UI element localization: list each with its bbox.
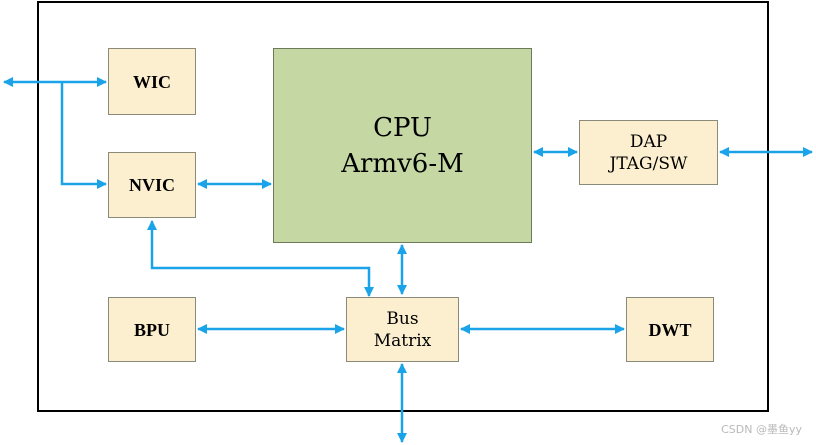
bus-matrix-block: Bus Matrix xyxy=(346,297,459,362)
external-to-nvic-arrow xyxy=(60,82,107,189)
bus-matrix-line1: Bus xyxy=(386,308,419,329)
bus-matrix-line2: Matrix xyxy=(373,330,432,351)
dap-block: DAP JTAG/SW xyxy=(579,120,718,185)
dwt-label: DWT xyxy=(648,319,692,340)
bpu-label: BPU xyxy=(134,319,170,340)
nvic-block: NVIC xyxy=(108,152,196,218)
cpu-title: CPU xyxy=(373,112,432,143)
wic-block: WIC xyxy=(108,48,196,115)
dap-title: DAP xyxy=(629,131,668,152)
bpu-block: BPU xyxy=(108,297,196,362)
bus-nvic-arrow xyxy=(147,220,374,297)
nvic-label: NVIC xyxy=(128,175,175,195)
dap-interface: JTAG/SW xyxy=(609,153,688,174)
cpu-block: CPU Armv6-M xyxy=(273,48,532,243)
cpu-architecture: Armv6-M xyxy=(341,148,464,179)
dwt-block: DWT xyxy=(626,297,714,362)
wic-label: WIC xyxy=(132,71,171,92)
watermark: CSDN @墨鱼yy xyxy=(721,423,802,436)
